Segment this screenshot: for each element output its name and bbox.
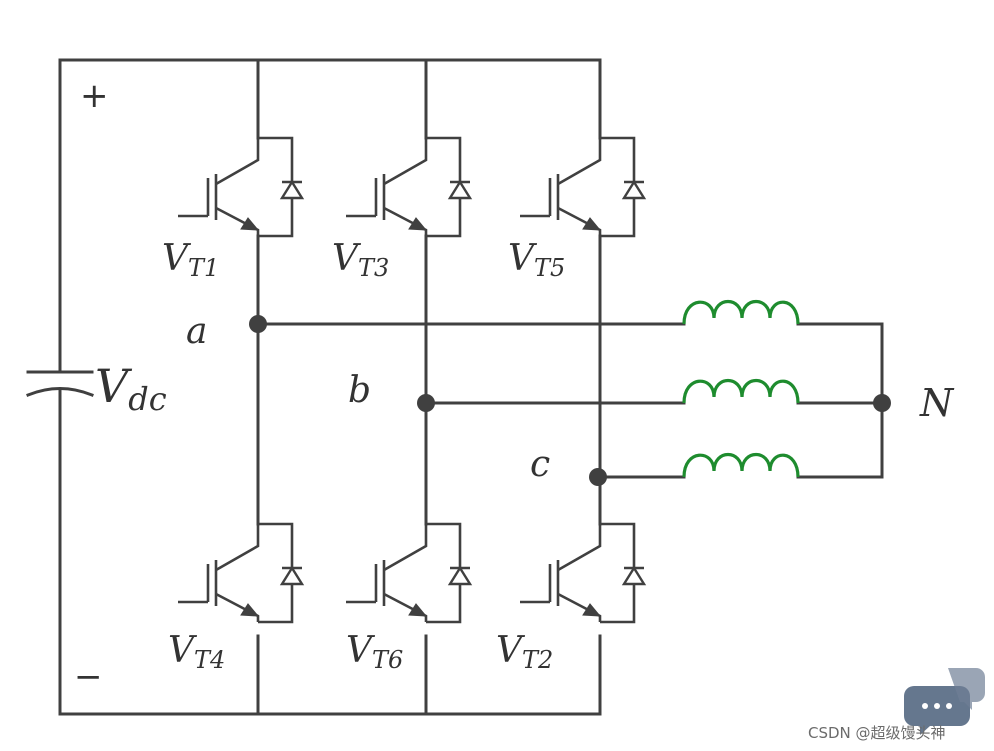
vdc-label: Vdc (95, 359, 167, 418)
labels: + − Vdc VT1 VT3 VT5 VT4 VT6 VT2 a b c N (74, 76, 955, 697)
chat-bubble-icon (904, 668, 985, 735)
node-c-dot (589, 468, 607, 486)
node-b-label: b (348, 370, 371, 411)
node-n-label: N (919, 381, 955, 425)
node-b-dot (417, 394, 435, 412)
vt5-label: VT5 (508, 238, 565, 282)
node-n-dot (873, 394, 891, 412)
junction-nodes (249, 315, 891, 486)
switch-vt6 (346, 522, 473, 624)
watermark-text: CSDN @超级馒头神 (808, 724, 946, 742)
node-a-label: a (186, 311, 207, 352)
vt4-label: VT4 (168, 630, 225, 674)
inductor-c (682, 453, 800, 478)
capacitor-plate-bottom (26, 387, 94, 397)
dc-bus (58, 58, 602, 716)
switch-vt4 (178, 522, 305, 624)
node-a-dot (249, 315, 267, 333)
vt1-label: VT1 (162, 238, 219, 282)
node-c-label: c (530, 444, 550, 485)
minus-sign: − (74, 657, 103, 697)
vt3-label: VT3 (332, 238, 389, 282)
switch-vt2 (520, 522, 647, 624)
plus-sign: + (80, 76, 109, 116)
inductor-a (682, 300, 800, 325)
switch-vt3 (346, 136, 473, 238)
switch-vt1 (178, 136, 305, 238)
vt6-label: VT6 (346, 630, 403, 674)
load-inductors (682, 300, 800, 478)
switch-vt5 (520, 136, 647, 238)
switch-cells (178, 136, 647, 624)
inductor-b (682, 379, 800, 404)
vt2-label: VT2 (496, 630, 553, 674)
dc-capacitor (26, 370, 94, 397)
phase-legs (256, 58, 602, 716)
